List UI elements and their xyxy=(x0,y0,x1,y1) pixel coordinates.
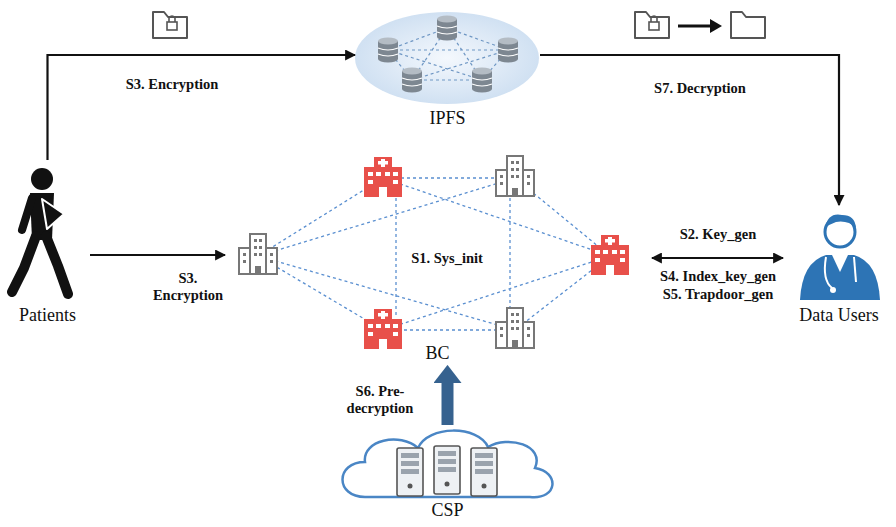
doctor-figure-part xyxy=(825,257,832,288)
csp-cloud-part xyxy=(397,448,423,496)
blockchain-mesh-part-part xyxy=(258,178,610,330)
node-label: BC xyxy=(225,343,650,364)
block-arrow xyxy=(442,382,454,425)
patient-figure-part xyxy=(22,198,32,230)
blockchain-mesh-part xyxy=(364,309,402,349)
icon-area xyxy=(5,160,90,305)
blockchain-mesh-part xyxy=(591,235,629,275)
node-label: Patients xyxy=(5,305,90,326)
step-label: S3. Encryption xyxy=(146,270,230,304)
node-label: CSP xyxy=(335,500,560,521)
folder-icons-part xyxy=(635,12,669,38)
blockchain-mesh-part xyxy=(258,178,610,330)
step-label: S6. Pre-decryption xyxy=(338,383,422,417)
folder-icons-part xyxy=(153,12,187,38)
folder-icons-part xyxy=(710,19,722,33)
flow-arrow xyxy=(540,55,839,205)
doctor-figure-part xyxy=(825,215,856,228)
blockchain-mesh-part xyxy=(364,157,402,197)
ipfs-cloud-part xyxy=(498,38,518,63)
patient-figure-part xyxy=(46,236,68,294)
ipfs-cloud-part xyxy=(355,12,539,104)
doctor-figure-part xyxy=(832,255,848,272)
folder-icons-part xyxy=(649,16,659,30)
csp-cloud xyxy=(343,431,553,498)
flow-arrow xyxy=(90,254,225,256)
folder-icons-part xyxy=(167,16,177,30)
cloud-service-provider: CSP xyxy=(335,425,560,521)
patient-figure-part xyxy=(42,199,64,229)
icon-area xyxy=(355,8,540,108)
step-label: S2. Key_gen xyxy=(678,226,759,243)
folder-icons-part xyxy=(678,25,712,28)
blockchain-mesh xyxy=(239,156,629,349)
data-user-actor: Data Users xyxy=(785,205,893,326)
folder-icons-part xyxy=(731,12,765,38)
doctor-figure-part xyxy=(830,287,836,293)
node-label: IPFS xyxy=(355,108,540,129)
patient-figure-part xyxy=(12,236,36,292)
ipfs-network: IPFS xyxy=(355,8,540,129)
ipfs-cloud-part xyxy=(402,68,422,93)
doctor-figure xyxy=(800,215,880,300)
icon-area xyxy=(335,425,560,500)
csp-cloud-part xyxy=(343,431,553,498)
step-label: S7. Decryption xyxy=(652,80,748,97)
step-label: S3. Encryption xyxy=(124,76,221,93)
ipfs-cloud xyxy=(355,12,539,104)
csp-cloud-part xyxy=(434,446,460,494)
step-label: S4. Index_key_gen xyxy=(658,268,778,285)
blockchain-mesh-part xyxy=(239,234,277,274)
doctor-figure-part xyxy=(854,257,856,282)
blockchain-mesh-part xyxy=(496,308,534,348)
patient-actor: Patients xyxy=(5,160,90,326)
csp-cloud-part xyxy=(471,448,497,496)
step-label: S1. Sys_init xyxy=(409,250,485,267)
flow-arrow xyxy=(652,257,783,259)
step-label: S5. Trapdoor_gen xyxy=(661,286,776,303)
ipfs-cloud-part xyxy=(437,16,457,41)
icon-area xyxy=(785,205,893,305)
icon-area xyxy=(225,148,650,343)
ipfs-cloud-part xyxy=(378,38,398,63)
ipfs-cloud-part xyxy=(472,68,492,93)
blockchain-mesh-part xyxy=(496,156,534,196)
flow-arrow xyxy=(48,55,356,160)
node-label: Data Users xyxy=(785,305,893,326)
patient-figure-part xyxy=(31,168,53,190)
doctor-figure-part xyxy=(800,255,880,300)
blockchain-mesh-part-part xyxy=(258,178,610,330)
patient-figure xyxy=(12,168,68,294)
